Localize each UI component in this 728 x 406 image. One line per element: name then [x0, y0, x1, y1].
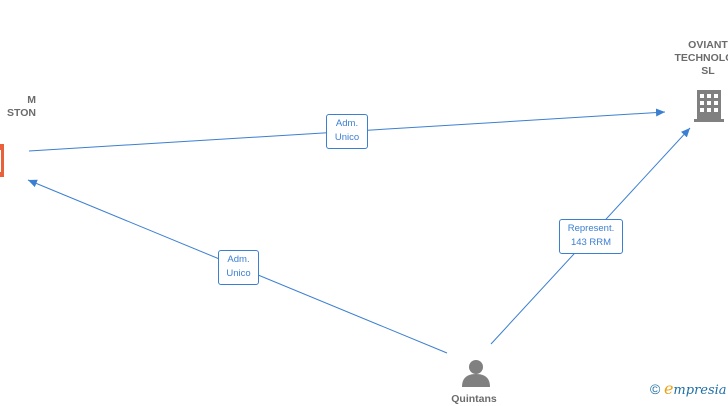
right-company-label[interactable]: OVIANT TECHNOLOG SL [656, 39, 728, 78]
label-line: TECHNOLOG [674, 52, 728, 64]
edge-label-line: Adm. [227, 254, 250, 265]
label-line: M [27, 94, 36, 106]
copyright-symbol: © [650, 381, 661, 397]
edge-label-line: Represent. [567, 223, 615, 234]
brand-name: mpresia [673, 383, 727, 398]
brand-initial: e [663, 379, 674, 398]
edge-label-line: 143 RRM [570, 237, 612, 248]
person-icon[interactable] [462, 360, 490, 387]
building-icon[interactable] [694, 90, 724, 122]
label-line: OVIANT [688, 39, 728, 51]
edge-label-top: Adm. Unico [326, 114, 368, 149]
edge-label-line: Adm. [335, 118, 359, 129]
edge-label-line: Unico [334, 132, 360, 143]
label-line: SL [701, 65, 715, 77]
edge-label-right: Represent. 143 RRM [559, 219, 623, 254]
building-icon[interactable] [0, 144, 4, 177]
edge-label-left: Adm. Unico [218, 250, 259, 285]
empresia-watermark: © empresia [650, 379, 727, 398]
left-company-label[interactable]: M STON [0, 94, 36, 120]
edge-label-line: Unico [226, 268, 251, 279]
label-line: STON [7, 107, 36, 119]
